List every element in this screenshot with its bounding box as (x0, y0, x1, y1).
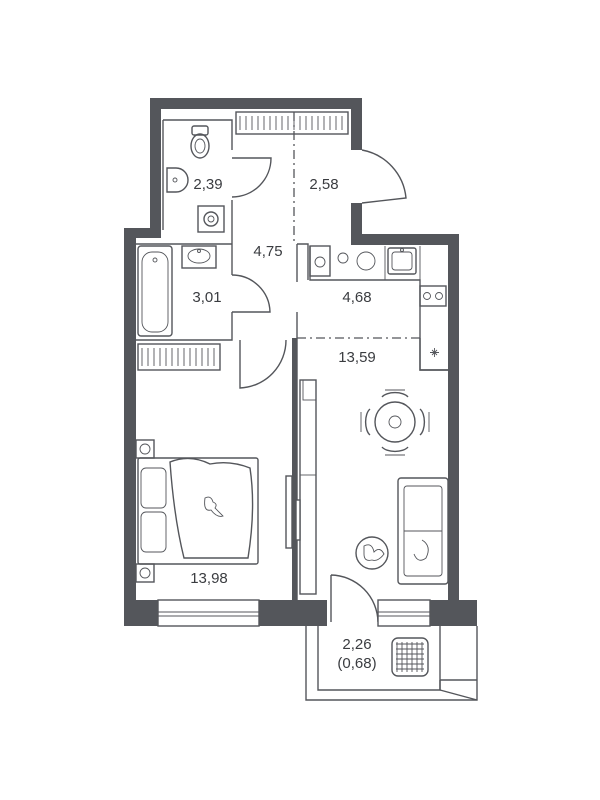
wall-bottom-right (430, 600, 477, 626)
nightstands (135, 439, 155, 583)
laundry-basket-icon (391, 637, 429, 677)
area-bathroom: 3,01 (192, 289, 221, 306)
area-hall: 2,58 (309, 176, 338, 193)
area-balcony-reduced: (0,68) (337, 655, 376, 672)
area-balcony: 2,26 (342, 636, 371, 653)
wall-hall-right-upper (351, 98, 362, 150)
door-bedroom (239, 339, 287, 389)
area-labels: 2,39 2,58 4,75 3,01 4,68 13,59 13,98 2,2… (190, 176, 376, 672)
tv-icon (295, 379, 317, 595)
bed-icon (137, 457, 259, 565)
toilet-icon (190, 125, 210, 159)
area-living: 13,59 (338, 349, 376, 366)
wall-toilet-left (150, 98, 161, 230)
bedroom-mirror (285, 475, 293, 549)
wall-bottom-middle (259, 600, 327, 626)
bath-sink-icon (181, 245, 217, 269)
door-toilet (231, 157, 272, 198)
wall-top (150, 98, 362, 109)
kitchen-sink-icon (387, 247, 417, 275)
area-toilet: 2,39 (193, 176, 222, 193)
stove-icon (419, 285, 447, 307)
wardrobe-hall (235, 111, 349, 135)
walls (124, 98, 477, 626)
wall-right (448, 234, 459, 616)
wall-bottom-left (124, 600, 158, 626)
partitions (136, 119, 448, 600)
windows (157, 599, 431, 627)
area-corridor: 4,75 (253, 243, 282, 260)
wall-kitchen-top (351, 234, 459, 245)
dining-table-icon (360, 389, 430, 456)
balcony (305, 626, 478, 701)
plant-icon (355, 536, 389, 570)
wall-left (124, 228, 136, 626)
wall-hall-right-lower (351, 203, 362, 245)
kitchen-appliances (309, 245, 439, 357)
kitchen-counter (309, 246, 448, 371)
door-bathroom (231, 274, 271, 313)
sink-icon (166, 167, 189, 193)
washing-machine-icon (197, 205, 225, 233)
area-bedroom: 13,98 (190, 570, 228, 587)
sofa-icon (397, 477, 449, 585)
area-kitchen: 4,68 (342, 289, 371, 306)
door-balcony (330, 574, 379, 623)
wall-bath-top (124, 228, 161, 238)
door-entrance (361, 149, 407, 204)
bathtub-icon (137, 245, 173, 337)
wardrobe-bedroom (137, 343, 221, 371)
wall-partition (292, 338, 297, 600)
window-living (377, 599, 431, 627)
window-bedroom (157, 599, 260, 627)
doors (231, 149, 407, 623)
